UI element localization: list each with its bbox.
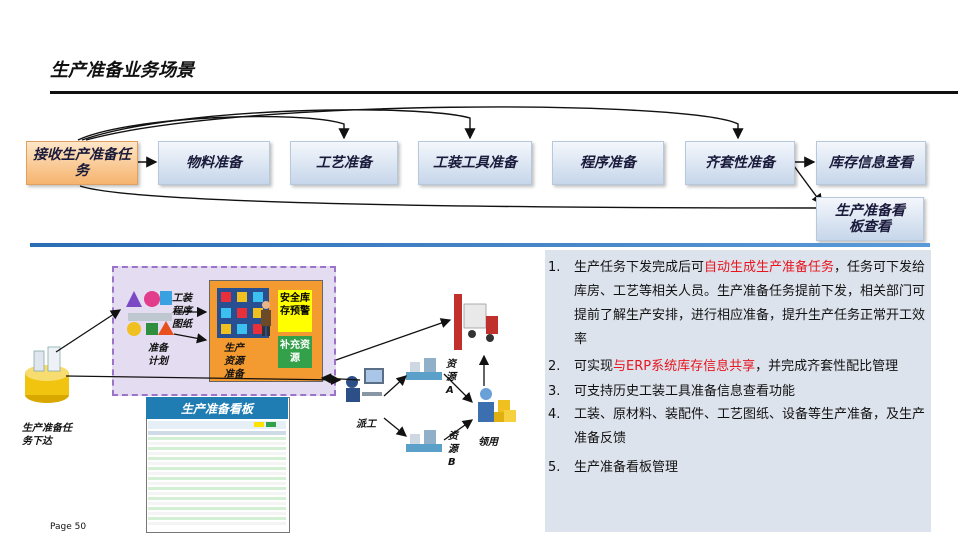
section-divider (30, 243, 930, 247)
resource-a-label: 资源A (446, 359, 456, 396)
page-title: 生产准备业务场景 (50, 60, 194, 81)
task-issue-label: 生产准备任务下达 (22, 423, 72, 447)
point-4: 4. 工装、原材料、装配件、工艺图纸、设备等生产准备，及生产准备反馈 (548, 407, 926, 446)
point-5: 5. 生产准备看板管理 (548, 460, 679, 475)
flow-step-kitting: 齐套性准备 (685, 141, 795, 185)
task-database-icon (25, 346, 69, 403)
safety-stock-alert: 安全库存预警 (278, 290, 312, 332)
flow-start-box: 接收生产准备任务 (26, 141, 138, 185)
resource-a-icon (406, 358, 442, 380)
worker-icon (261, 301, 271, 336)
title-rule (50, 91, 958, 94)
flow-step-process: 工艺准备 (290, 141, 398, 185)
dispatch-computer-icon (346, 368, 384, 402)
pickup-worker-icon (478, 388, 516, 422)
flow-end-inventory: 库存信息查看 (816, 141, 926, 185)
dispatch-label: 派工 (356, 419, 376, 430)
warehouse-truck-icon (454, 294, 498, 350)
point-2: 2. 可实现与ERP系统库存信息共享，并完成齐套性配比管理 (548, 359, 899, 374)
resource-b-label: 资源B (448, 431, 458, 468)
page-number: Page 50 (50, 522, 87, 532)
flow-step-tooling: 工装工具准备 (418, 141, 532, 185)
tooling-shapes-icon (126, 291, 174, 336)
resource-b-icon (406, 430, 442, 452)
replenish-resource: 补充资源 (278, 336, 312, 368)
flow-step-material: 物料准备 (158, 141, 270, 185)
point-3: 3. 可支持历史工装工具准备信息查看功能 (548, 384, 796, 399)
shelf-items (221, 292, 263, 334)
description-panel (545, 250, 931, 532)
prep-board-title: 生产准备看板 (146, 397, 288, 419)
resource-prep-label: 生产资源准备 (224, 343, 244, 380)
prep-plan-label: 准备计划 (148, 343, 168, 367)
scenario-arrows (55, 306, 490, 441)
point-1: 1. 生产任务下发完成后可自动生成生产准备任务，任务可下发给库房、工艺等相关人员… (548, 260, 926, 347)
flow-step-program: 程序准备 (552, 141, 664, 185)
flow-end-board: 生产准备看板查看 (816, 197, 924, 241)
flow-connectors (77, 106, 823, 209)
pickup-label: 领用 (478, 437, 498, 448)
prep-board-table (148, 421, 286, 525)
